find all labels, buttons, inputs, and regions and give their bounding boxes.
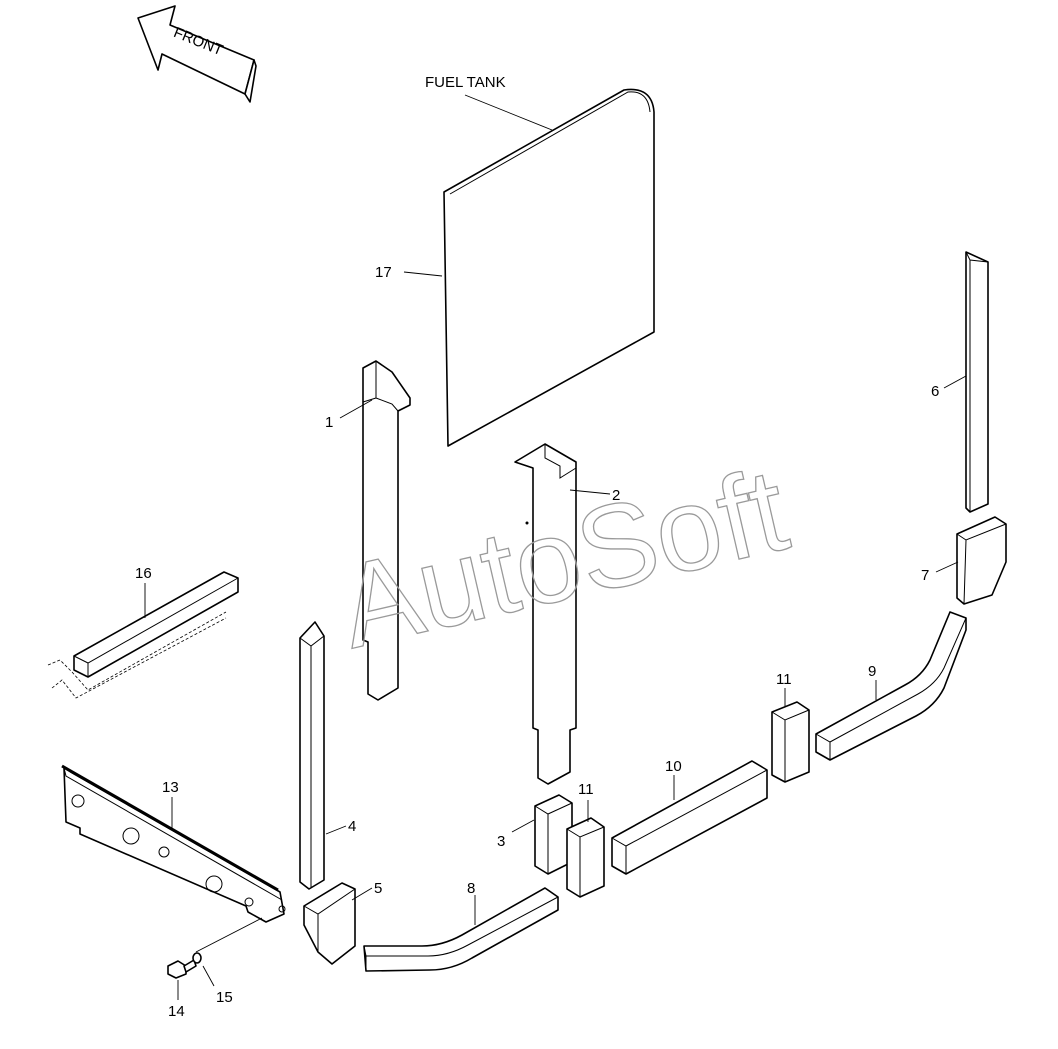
callout-6: 6 [931, 383, 939, 400]
callout-17: 17 [375, 264, 392, 281]
part-3-block: 3 [497, 794, 573, 875]
part-16-angle-bar: 16 [47, 565, 239, 699]
callout-14: 14 [168, 1003, 185, 1020]
callout-13: 13 [162, 779, 179, 796]
fuel-tank-leader-line [464, 94, 553, 131]
part-5-block: 5 [303, 880, 382, 965]
callout-11b: 11 [776, 671, 792, 688]
part-4-post: 4 [299, 621, 356, 890]
part-6-post: 6 [931, 251, 989, 513]
part-2-post: 2 [514, 443, 620, 785]
fuel-tank-label: FUEL TANK [425, 74, 506, 91]
callout-10: 10 [665, 758, 682, 775]
part-15-washer: 15 [192, 917, 263, 1006]
part-7-block: 7 [921, 516, 1007, 605]
callout-4: 4 [348, 818, 356, 835]
callout-11a: 11 [578, 781, 594, 798]
callout-1: 1 [325, 414, 333, 431]
part-13-plate: 13 [61, 764, 286, 923]
front-arrow: FRONT [137, 5, 257, 103]
part-1-post: 1 [325, 360, 411, 701]
callout-15: 15 [216, 989, 233, 1006]
callout-8: 8 [467, 880, 475, 897]
part-10-bar: 10 [611, 758, 768, 875]
callout-2: 2 [612, 487, 620, 504]
callout-16: 16 [135, 565, 152, 582]
callout-7: 7 [921, 567, 929, 584]
part-11b-block: 11 [771, 671, 810, 783]
callout-9: 9 [868, 663, 876, 680]
callout-5: 5 [374, 880, 382, 897]
part-14-bolt: 14 [167, 959, 197, 1020]
part-9-curved-bar: 9 [815, 611, 967, 761]
fuel-tank-panel: FUEL TANK 17 [375, 74, 655, 447]
part-8-curved-bar: 8 [363, 880, 559, 972]
part-11a-block: 11 [566, 781, 605, 898]
callout-3: 3 [497, 833, 505, 850]
